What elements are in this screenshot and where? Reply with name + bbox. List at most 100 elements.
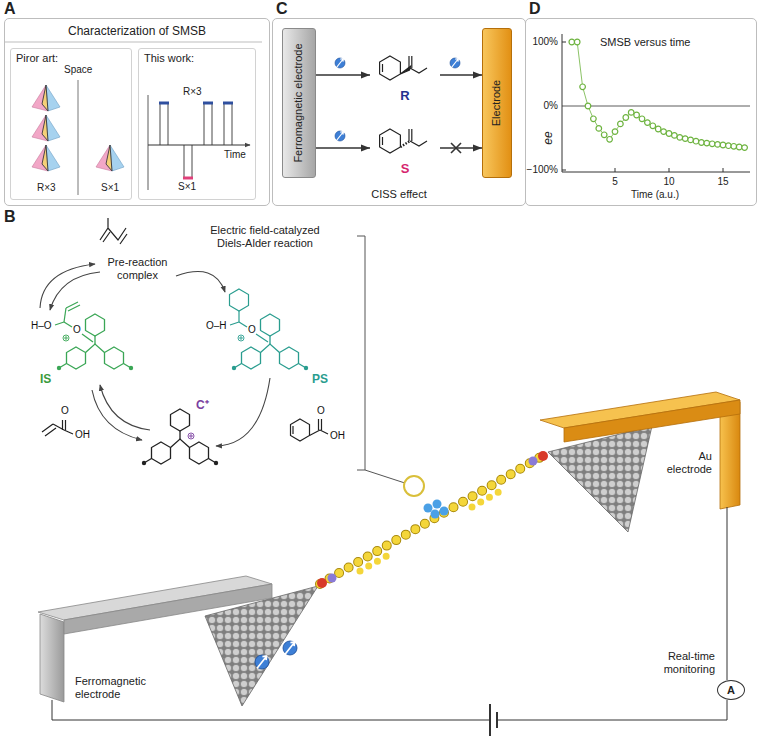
molecule-chain — [440, 507, 449, 516]
au-electrode — [564, 400, 740, 442]
text-label: Au electrode — [660, 450, 712, 476]
text-label: O — [317, 405, 325, 417]
node-text: R — [370, 88, 440, 104]
text-label: OH — [330, 430, 345, 442]
reaction-scheme — [176, 272, 225, 292]
panel-a-art — [78, 80, 79, 195]
sub-panel: This work: — [138, 48, 256, 200]
panel-a-art — [160, 103, 168, 145]
molecule-chain — [472, 489, 504, 507]
panel-a-art — [4, 42, 262, 195]
panel-letter: C — [276, 0, 288, 18]
molecule-chain — [538, 451, 548, 461]
cyclohexene-ester — [408, 129, 409, 141]
text-label: 100% — [518, 36, 558, 48]
panel-a-art — [183, 177, 193, 180]
panel-a-art — [184, 145, 192, 178]
panel-a-art — [223, 102, 233, 105]
au-electrode — [720, 402, 740, 509]
reaction-scheme — [365, 470, 405, 483]
reaction-scheme — [404, 476, 424, 496]
circuit-wire — [489, 704, 491, 736]
molecule-chain — [328, 574, 337, 583]
text-label: C⁺ — [196, 398, 209, 412]
text-label: Real-time monitoring — [620, 650, 715, 676]
node-text: A — [718, 685, 744, 696]
node-text: SMSB versus time — [600, 36, 690, 49]
cyclohexene-ester — [400, 141, 410, 147]
node-text: CISS effect — [273, 188, 525, 201]
ee-chart — [562, 106, 750, 107]
text-label: O–H — [206, 320, 227, 332]
panel-a-art — [204, 103, 212, 145]
ee-chart — [562, 172, 750, 173]
circuit-wire — [727, 507, 728, 680]
cyclohexene-ester — [382, 137, 383, 145]
molecule-chain — [424, 504, 433, 513]
panel-box: Characterization of SMSBPiror art:This w… — [4, 18, 270, 206]
arrow-connector — [440, 147, 482, 148]
reaction-scheme — [64, 308, 66, 322]
node-text: Piror art: — [16, 52, 58, 65]
panel-a-art — [32, 85, 60, 111]
text-label: R×3 — [183, 86, 202, 98]
text-label: Electric field-catalyzed Diels-Alder rea… — [198, 224, 332, 250]
cyclohexene-ester — [380, 56, 427, 153]
molecule-chain — [431, 510, 440, 519]
ammeter: A — [717, 680, 745, 700]
reaction-scheme — [188, 433, 194, 439]
circuit-wire — [52, 700, 490, 720]
ferromagnetic-electrode — [40, 614, 64, 702]
panel-a-art — [224, 103, 232, 145]
panel-letter: D — [529, 0, 541, 18]
panel-a-art — [32, 115, 60, 141]
panel-a-art — [148, 145, 250, 146]
reaction-scheme — [239, 322, 247, 327]
text-label: 5 — [605, 176, 625, 188]
cyclohexene-ester — [410, 68, 427, 73]
reaction-scheme — [230, 289, 269, 342]
reaction-scheme — [92, 390, 142, 440]
text-label: Pre-reaction complex — [100, 256, 175, 282]
spin-electron — [335, 131, 345, 141]
reaction-scheme — [40, 218, 424, 496]
text-label: OH — [75, 429, 90, 441]
text-label: Space — [64, 64, 92, 76]
molecule-chain — [320, 454, 546, 584]
arrow-connector — [316, 74, 370, 75]
text-label: 0% — [518, 100, 558, 112]
reaction-scheme — [50, 272, 100, 310]
ee-chart — [572, 42, 745, 148]
ee-chart — [562, 42, 723, 172]
circuit-wire — [497, 700, 727, 720]
reaction-scheme — [142, 409, 218, 465]
reaction-scheme — [40, 264, 95, 308]
text-label: R×3 — [37, 182, 56, 194]
ferromagnetic-electrode — [283, 641, 297, 655]
panel-a-art — [159, 102, 169, 105]
text-label: O — [61, 405, 69, 417]
text-label: Time (a.u.) — [605, 189, 705, 201]
circuit-wire — [52, 507, 727, 736]
panel-a-art — [4, 42, 262, 43]
reaction-scheme — [40, 264, 270, 446]
text-label: H–O — [31, 320, 52, 332]
node-text: S — [370, 161, 440, 177]
reaction-scheme — [256, 334, 268, 342]
reaction-scheme — [357, 236, 365, 470]
text-label: Time — [224, 149, 246, 161]
panel-a-art — [203, 102, 213, 105]
cyclohexene-ester — [380, 129, 401, 153]
text-label: IS — [40, 372, 51, 386]
text-label: 15 — [713, 176, 733, 188]
reaction-scheme — [100, 385, 150, 430]
circuit-wire — [496, 712, 498, 728]
text-label: Ferromagnetic electrode — [75, 675, 175, 701]
cyclohexene-ester — [410, 141, 427, 146]
text-label: S×1 — [101, 182, 119, 194]
molecule: R — [370, 45, 440, 105]
molecule-chain — [433, 500, 442, 509]
panel-a-art — [32, 145, 60, 171]
